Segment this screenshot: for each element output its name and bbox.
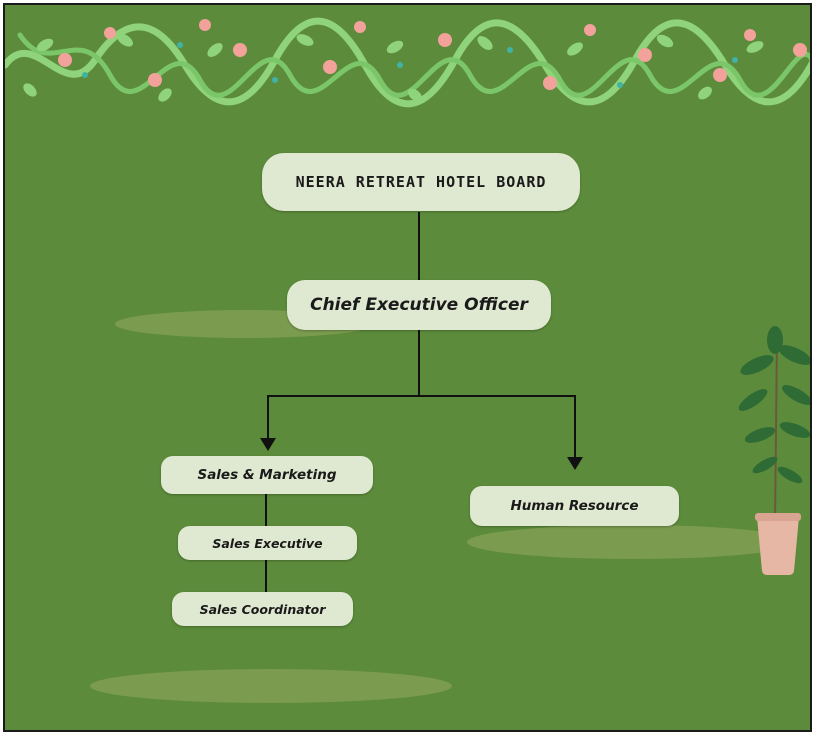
ground-shadow <box>467 525 797 559</box>
arrowheads <box>260 438 583 470</box>
potted-plant-icon <box>738 326 810 575</box>
arrowhead-sales <box>260 438 276 451</box>
arrowhead-hr <box>567 457 583 470</box>
node-ceo: Chief Executive Officer <box>287 280 551 330</box>
connector-board-ceo <box>418 212 420 282</box>
connector-sales-exec <box>265 494 267 527</box>
node-sales-marketing: Sales & Marketing <box>161 456 373 494</box>
node-sales-coordinator: Sales Coordinator <box>172 592 353 626</box>
ground-shadow <box>90 669 452 703</box>
chart-canvas: NEERA RETREAT HOTEL BOARD Chief Executiv… <box>3 3 812 732</box>
vine-garland-icon <box>5 17 810 108</box>
connector-exec-coord <box>265 560 267 593</box>
connector-to-sales <box>267 395 269 440</box>
node-board: NEERA RETREAT HOTEL BOARD <box>262 153 580 211</box>
connector-branch <box>267 395 576 397</box>
node-human-resource: Human Resource <box>470 486 679 526</box>
connector-ceo-trunk <box>418 329 420 397</box>
node-sales-executive: Sales Executive <box>178 526 357 560</box>
connector-to-hr <box>574 395 576 459</box>
